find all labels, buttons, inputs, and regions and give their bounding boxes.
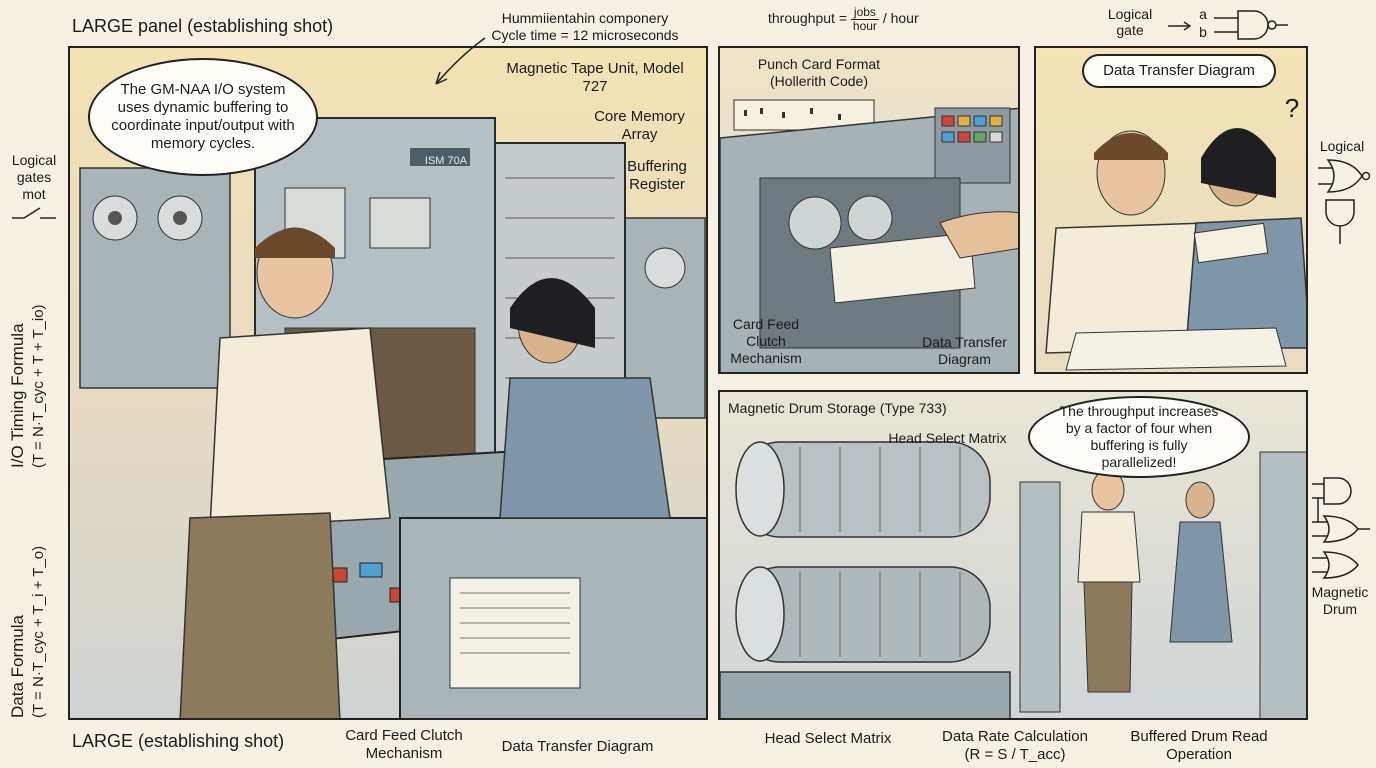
bottom-label-data-rate-line1: Data Rate Calculation bbox=[942, 728, 1088, 745]
or-gate-icon bbox=[1318, 159, 1371, 244]
margin-drum-line2: Drum bbox=[1322, 601, 1358, 617]
label-buffering-register: Buffering Register bbox=[627, 158, 687, 193]
drum-illustration bbox=[720, 441, 1306, 718]
punch-card-title: Punch Card Format (Hollerith Code) bbox=[757, 56, 881, 89]
margin-logical: Logical bbox=[1319, 138, 1365, 154]
throughput-formula: throughput = jobs hour / hour bbox=[768, 6, 919, 33]
throughput-label: throughput = bbox=[768, 10, 848, 27]
label-head-select-matrix-top: Head Select Matrix bbox=[888, 430, 1007, 446]
panel-discussion: Data Transfer Diagram ? bbox=[1034, 46, 1308, 374]
io-timing-title: I/O Timing Formula bbox=[8, 323, 27, 468]
speech-bubble-drum: The throughput increases by a factor of … bbox=[1028, 396, 1250, 478]
component-note-line1: Hummiientahin componery bbox=[501, 10, 669, 26]
panel-establishing-shot: The GM-NAA I/O system uses dynamic buffe… bbox=[68, 46, 708, 720]
throughput-numerator: jobs bbox=[850, 6, 879, 20]
bottom-label-data-rate-line2: (R = S / T_acc) bbox=[964, 746, 1066, 763]
gate-input-b: b bbox=[1199, 24, 1207, 40]
machine-illustration bbox=[79, 117, 706, 718]
io-timing-formula: I/O Timing Formula (T = N·T_cyc + T + T_… bbox=[8, 304, 47, 468]
label-magnetic-tape-unit: Magnetic Tape Unit, Model 727 bbox=[506, 60, 684, 95]
margin-drum-line1: Magnetic bbox=[1311, 584, 1369, 600]
speech-bubble-main: The GM-NAA I/O system uses dynamic buffe… bbox=[88, 58, 318, 176]
io-timing-equation: (T = N·T_cyc + T + T_io) bbox=[30, 304, 47, 468]
arrow-icon bbox=[435, 37, 486, 85]
drum-storage-title: Magnetic Drum Storage (Type 733) bbox=[728, 400, 947, 416]
label-card-feed-clutch: Card Feed Clutch Mechanism bbox=[730, 316, 802, 366]
gate-label-line1: Logical bbox=[1107, 6, 1153, 22]
bottom-label-head-select: Head Select Matrix bbox=[764, 730, 892, 747]
switch-icon bbox=[12, 207, 56, 219]
gate-label-line2: gate bbox=[1116, 22, 1144, 38]
throughput-denominator: hour bbox=[852, 19, 877, 33]
gate-input-a: a bbox=[1199, 6, 1207, 22]
data-formula-equation: (T = N·T_cyc + T_i + T_o) bbox=[30, 545, 47, 718]
caption-top-left: LARGE panel (establishing shot) bbox=[72, 16, 334, 36]
throughput-tail: / hour bbox=[882, 10, 919, 27]
margin-gates-line1: Logical bbox=[11, 152, 57, 168]
card-reader-illustration bbox=[720, 99, 1018, 372]
caption-bottom-left: LARGE (establishing shot) bbox=[72, 731, 285, 751]
label-core-memory-array: Core Memory Array bbox=[594, 108, 685, 143]
bottom-label-card-feed: Card Feed Clutch Mechanism bbox=[345, 727, 463, 762]
bottom-label-buffered-drum: Buffered Drum Read Operation bbox=[1130, 728, 1268, 763]
machine-plate: ISM 70A bbox=[424, 155, 468, 167]
discussion-illustration bbox=[1045, 128, 1306, 371]
and-gate-icon bbox=[1168, 10, 1288, 40]
bottom-label-data-transfer: Data Transfer Diagram bbox=[501, 738, 654, 755]
logic-circuit-icon bbox=[1312, 477, 1370, 579]
margin-gates-line2: gates bbox=[16, 169, 52, 185]
data-formula: Data Formula (T = N·T_cyc + T_i + T_o) bbox=[8, 546, 47, 718]
label-data-transfer-diagram: Data Transfer Diagram bbox=[922, 334, 1007, 367]
speech-bubble-discussion: Data Transfer Diagram bbox=[1082, 54, 1276, 88]
component-note-line2: Cycle time = 12 microseconds bbox=[491, 27, 679, 43]
data-formula-title: Data Formula bbox=[8, 615, 27, 718]
throughput-fraction: jobs hour bbox=[850, 6, 879, 33]
margin-gates-line3: mot bbox=[22, 186, 46, 202]
panel-drum-storage: Magnetic Drum Storage (Type 733) Head Se… bbox=[718, 390, 1308, 720]
panel-punch-card: Punch Card Format (Hollerith Code) Card … bbox=[718, 46, 1020, 374]
question-mark: ? bbox=[1284, 93, 1300, 123]
